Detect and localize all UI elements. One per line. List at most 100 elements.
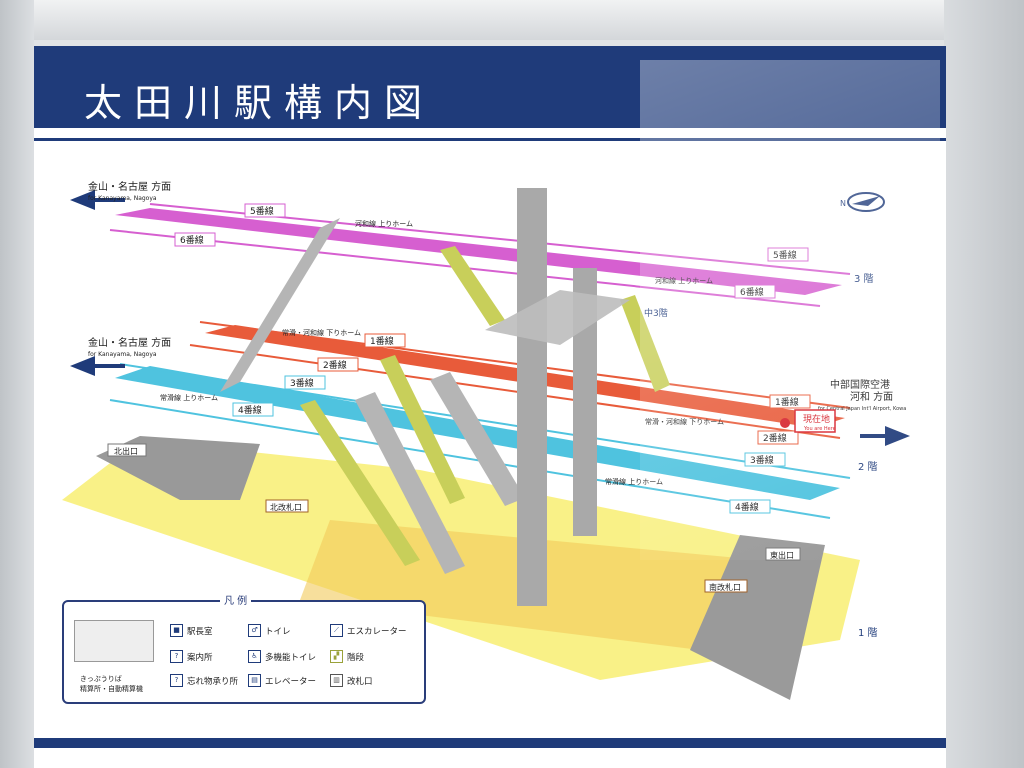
platform-label-4b: 4番線 [729, 499, 771, 514]
home-label-tokoname-up: 常滑線 上りホーム [160, 393, 218, 402]
direction-top-left-en: for Kanayama, Nagoya [88, 195, 157, 202]
compass-label: N [840, 199, 846, 208]
svg-text:東出口: 東出口 [770, 550, 794, 560]
direction-right-en: for Central Japan Int'l Airport, Kowa [818, 406, 906, 412]
svg-text:3番線: 3番線 [290, 377, 314, 389]
mezzanine-3f [485, 290, 630, 345]
legend-multi-toilet: ♿多機能トイレ [248, 650, 316, 663]
home-label-tokoname-kowa-down-2: 常滑・河和線 下りホーム [645, 417, 724, 426]
escalator-2f-1f-a [355, 392, 465, 574]
platform-label-3b: 3番線 [744, 452, 786, 467]
escalator-3f-2f [220, 218, 340, 392]
east-exit-area [690, 535, 825, 700]
stairs-icon: ▞ [330, 650, 343, 663]
legend-ticket: きっぷうりば 精算所・自動精算機 [80, 674, 143, 694]
floor-label-1f: 1 階 [858, 627, 878, 639]
svg-text:5番線: 5番線 [773, 249, 797, 261]
home-label-tokoname-up-2: 常滑線 上りホーム [605, 477, 663, 486]
legend-stationmaster: ■駅長室 [170, 624, 213, 637]
escalator-2f-1f-b [430, 372, 525, 506]
svg-text:2番線: 2番線 [763, 432, 787, 444]
gate-icon: ▥ [330, 674, 343, 687]
arrow-left-top [70, 190, 95, 210]
elevator-column-a [517, 188, 547, 606]
east-exit-label: 東出口 [765, 547, 801, 561]
banner-underline [34, 138, 946, 141]
multi-toilet-icon: ♿ [248, 650, 261, 663]
elevator-icon: ▤ [248, 674, 261, 687]
svg-text:4番線: 4番線 [238, 404, 262, 416]
legend-title: 凡 例 [220, 592, 252, 607]
home-label-kowa-up: 河和線 上りホーム [355, 219, 413, 228]
svg-text:南改札口: 南改札口 [709, 582, 741, 592]
toilet-icon: ♂ [248, 624, 261, 637]
south-gate-label: 南改札口 [704, 579, 748, 593]
platform-label-5a: 5番線 [244, 203, 286, 218]
home-label-tokoname-kowa-down: 常滑・河和線 下りホーム [282, 328, 361, 337]
platform-label-4a: 4番線 [232, 402, 274, 417]
direction-mid-left-en: for Kanayama, Nagoya [88, 351, 157, 358]
svg-text:6番線: 6番線 [180, 234, 204, 246]
legend-elevator: ▤エレベーター [248, 674, 316, 687]
legend-gate: ▥改札口 [330, 674, 373, 687]
direction-top-left: 金山・名古屋 方面 [88, 180, 171, 193]
floor-label-2f: 2 階 [858, 461, 878, 473]
platform-label-6a: 6番線 [174, 232, 216, 247]
frame-left-edge [0, 0, 34, 768]
stationmaster-icon: ■ [170, 624, 183, 637]
here-label-en: You are Here [803, 426, 836, 432]
here-label: 現在地 [803, 413, 830, 425]
platform-label-2b: 2番線 [757, 430, 799, 445]
escalator-icon: ⟋ [330, 624, 343, 637]
stairs-b [300, 400, 420, 566]
svg-text:2番線: 2番線 [323, 359, 347, 371]
legend-info: ?案内所 [170, 650, 213, 663]
info-icon: ? [170, 650, 183, 663]
north-gate-label: 北改札口 [265, 499, 309, 513]
svg-text:1番線: 1番線 [370, 335, 394, 347]
svg-text:北改札口: 北改札口 [270, 502, 302, 512]
platform-label-1a: 1番線 [364, 333, 406, 348]
frame-top-edge [0, 0, 1024, 40]
arrow-right [885, 426, 910, 446]
track-2 [189, 344, 841, 439]
stairs-d [620, 295, 670, 392]
stairs-a [440, 246, 505, 326]
north-exit-label: 北出口 [107, 443, 147, 457]
platform-label-1b: 1番線 [769, 394, 811, 409]
svg-text:6番線: 6番線 [740, 286, 764, 298]
svg-text:5番線: 5番線 [250, 205, 274, 217]
stairs-c [380, 355, 465, 504]
track-3 [119, 363, 851, 479]
floor-label-m3: 中3階 [644, 307, 668, 319]
svg-text:北出口: 北出口 [114, 446, 138, 456]
svg-text:4番線: 4番線 [735, 501, 759, 513]
compass-icon [847, 192, 885, 212]
title-banner [34, 46, 946, 128]
legend-ticket-label-2: 精算所・自動精算機 [80, 685, 143, 693]
lost-found-icon: ? [170, 674, 183, 687]
frame-right-edge [944, 0, 1024, 768]
map-title: 太田川駅構内図 [84, 81, 435, 125]
here-label-box [794, 409, 836, 433]
platform-56 [115, 208, 842, 295]
svg-text:3番線: 3番線 [750, 454, 774, 466]
legend-ticket-swatch [74, 620, 154, 662]
platform-label-2a: 2番線 [317, 357, 359, 372]
direction-right-airport: 中部国際空港 [830, 378, 890, 391]
legend-ticket-label-1: きっぷうりば [80, 675, 122, 683]
track-4 [109, 399, 831, 519]
platform-label-6b: 6番線 [734, 284, 776, 299]
bottom-bar [34, 738, 946, 748]
here-marker-icon [780, 418, 790, 428]
arrow-left-mid [70, 356, 95, 376]
legend-toilet: ♂トイレ [248, 624, 291, 637]
platform-label-5b: 5番線 [767, 247, 809, 262]
legend-lost: ?忘れ物承り所 [170, 674, 238, 687]
legend-stairs: ▞階段 [330, 650, 364, 663]
home-label-kowa-up-2: 河和線 上りホーム [655, 276, 713, 285]
legend-escalator: ⟋エスカレーター [330, 624, 407, 637]
platform-label-3a: 3番線 [284, 375, 326, 390]
direction-mid-left: 金山・名古屋 方面 [88, 336, 171, 349]
